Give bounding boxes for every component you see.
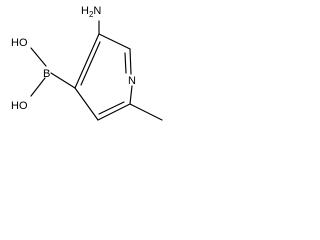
- boron-label: B: [43, 68, 50, 80]
- ring-bond-c2-n1: [129, 48, 132, 75]
- bond-boron-hydroxyl-top: [30, 47, 47, 67]
- bond-c4-boron: [50, 72, 76, 89]
- chemical-structure-diagram: H2N N B HO HO: [11, 5, 163, 121]
- ring-bond-c5-c4: [74, 87, 99, 121]
- ring-bond-c6-c5-inner: [98, 101, 125, 115]
- bond-boron-hydroxyl-bottom: [30, 77, 46, 97]
- hydroxyl-bottom-label: HO: [11, 100, 28, 112]
- ring-bond-c3-c2: [98, 33, 131, 50]
- hydroxyl-top-label: HO: [11, 37, 28, 49]
- ring-bond-n1-c6: [129, 85, 133, 105]
- amine-h2n-text: H2N: [81, 5, 101, 19]
- ring-bond-c2-n1-inner: [124, 52, 127, 74]
- ring-bond-c6-c5: [97, 103, 131, 121]
- ring-bond-c4-c3-inner: [80, 41, 101, 86]
- amine-label: H2N: [81, 5, 101, 19]
- ring-nitrogen-label: N: [128, 75, 136, 87]
- bond-c6-methyl: [129, 103, 163, 121]
- ring-bond-c4-c3: [74, 33, 100, 89]
